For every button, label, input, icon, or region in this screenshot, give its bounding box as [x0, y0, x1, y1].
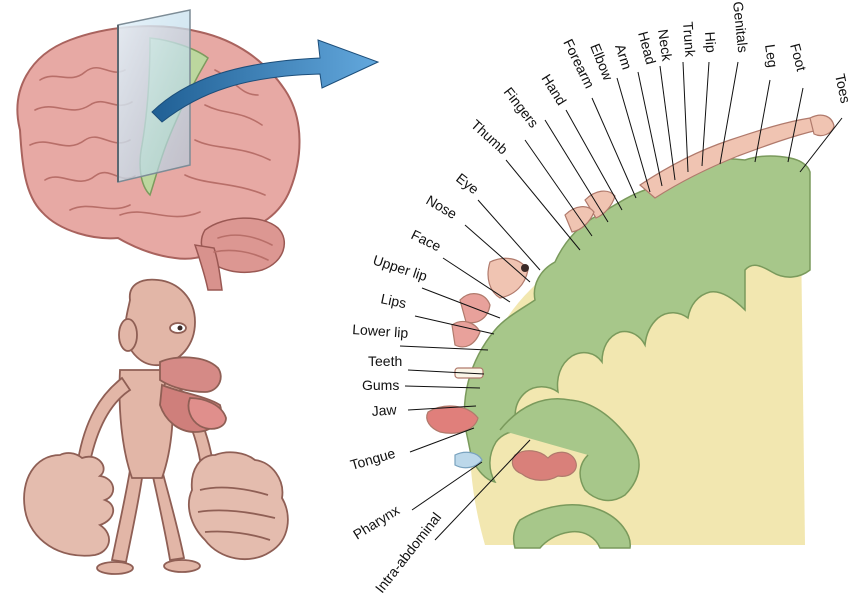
label-leg: Leg	[762, 43, 781, 68]
label-face: Face	[409, 226, 444, 254]
label-lips: Lips	[379, 290, 407, 311]
label-thumb: Thumb	[468, 116, 511, 157]
homunculus-figure	[24, 280, 288, 574]
label-teeth: Teeth	[368, 353, 402, 369]
label-pharynx: Pharynx	[350, 502, 402, 543]
label-trunk: Trunk	[680, 21, 698, 58]
label-upper-lip: Upper lip	[371, 252, 429, 285]
label-nose: Nose	[424, 192, 460, 222]
label-jaw: Jaw	[371, 401, 398, 419]
brain-illustration	[17, 10, 299, 290]
label-fingers: Fingers	[501, 84, 542, 131]
label-arm: Arm	[612, 42, 635, 71]
label-hand: Hand	[538, 71, 569, 108]
label-toes: Toes	[832, 72, 854, 104]
label-foot: Foot	[787, 42, 810, 73]
label-genitals: Genitals	[730, 1, 751, 54]
label-eye: Eye	[453, 170, 482, 198]
label-lower-lip: Lower lip	[352, 321, 409, 341]
label-tongue: Tongue	[348, 445, 397, 473]
label-gums: Gums	[362, 377, 399, 393]
label-head: Head	[635, 30, 659, 66]
cortex-section	[427, 115, 834, 548]
label-hip: Hip	[702, 31, 719, 53]
